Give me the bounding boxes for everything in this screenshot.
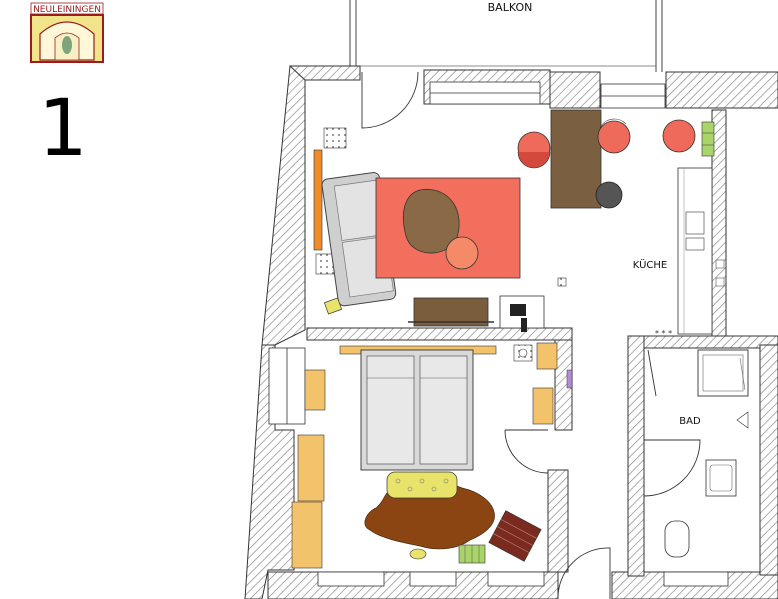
- logo-text: NEULEININGEN: [33, 5, 101, 15]
- nightstand: [536, 342, 558, 370]
- yellow-stool: [323, 297, 343, 315]
- kitchen-counter: [677, 167, 713, 335]
- sink: [705, 459, 737, 497]
- balcony-label: BALKON: [488, 1, 533, 14]
- coffee-table: [403, 189, 460, 254]
- kitchen: KÜCHE * * *: [633, 121, 725, 338]
- cowhide-rug: [364, 481, 495, 550]
- armchair-dark-red: [488, 510, 542, 562]
- town-logo: NEULEININGEN: [30, 2, 104, 63]
- wardrobe-left-3: [291, 501, 323, 569]
- dining-area: [517, 109, 696, 209]
- yellow-pillow: [386, 471, 458, 499]
- bathroom: BAD: [664, 349, 749, 558]
- chair-red-1: [517, 131, 551, 169]
- bathroom-label: BAD: [679, 416, 701, 427]
- balcony: BALKON: [349, 0, 663, 72]
- double-bed: [360, 349, 474, 471]
- living-room: [313, 127, 567, 332]
- bedroom: [291, 342, 573, 569]
- wardrobe-left-1: [304, 369, 326, 411]
- wardrobe-left-2: [297, 434, 325, 502]
- svg-text:* * *: * * *: [655, 329, 672, 338]
- toilet: [664, 520, 690, 558]
- chair-red-3: [662, 119, 696, 153]
- shower: [697, 349, 749, 397]
- dresser: [532, 387, 554, 425]
- side-table: [445, 236, 479, 270]
- chair-dark: [595, 181, 623, 209]
- dining-table: [550, 109, 602, 209]
- chair-red-2: [597, 118, 631, 154]
- unit-number: 1: [38, 84, 88, 174]
- doors: [361, 71, 701, 599]
- windows: [268, 81, 729, 587]
- kitchen-label: KÜCHE: [633, 258, 667, 271]
